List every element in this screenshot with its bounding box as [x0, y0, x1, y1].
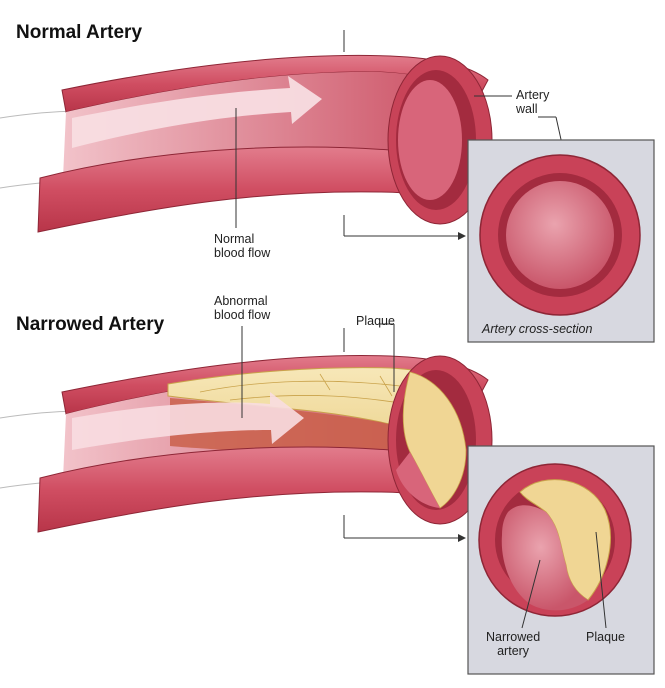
plaque-label-top: Plaque	[356, 314, 395, 328]
narrowed-artery-illustration	[0, 355, 492, 532]
normal-cross-section-panel	[468, 140, 654, 342]
artery-wall-label: Artery wall	[516, 88, 549, 116]
plaque-label-bottom: Plaque	[586, 630, 625, 644]
normal-blood-flow-label: Normal blood flow	[214, 232, 270, 260]
normal-cross-section-lumen	[506, 181, 614, 289]
narrowed-artery-label: Narrowed artery	[486, 630, 540, 658]
artery-cross-section-label: Artery cross-section	[482, 322, 592, 336]
narrowed-artery-heading: Narrowed Artery	[16, 314, 164, 336]
normal-artery-illustration	[0, 55, 492, 232]
abnormal-blood-flow-label: Abnormal blood flow	[214, 294, 270, 322]
normal-artery-heading: Normal Artery	[16, 22, 142, 44]
